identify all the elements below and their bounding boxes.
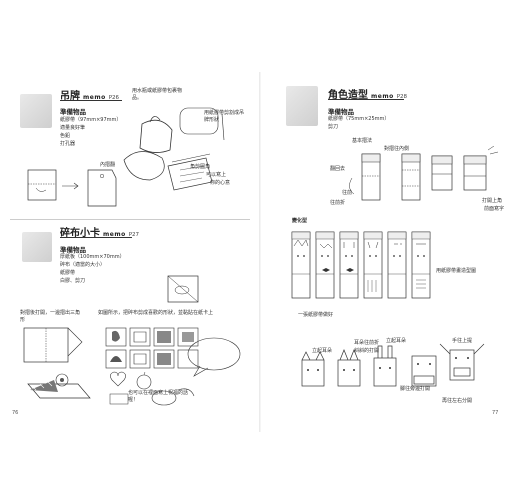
material-item: 適量良好筆 <box>60 125 86 131</box>
note: 也可以在裡面寫上祝福的話喔！ <box>128 390 189 403</box>
note: 斜斜的打開 <box>354 348 380 354</box>
page-reference: P26 <box>108 95 120 101</box>
book-gutter <box>259 72 261 432</box>
note: 往前折 <box>330 200 346 206</box>
tag-folding-steps <box>27 169 117 207</box>
note: 對摺後打開，一邊摺出三角形 <box>20 310 81 323</box>
note: 用紙膠帶剪割成吊牌形狀 <box>204 110 245 123</box>
material-item: 紙膠帶（75mm×25mm） <box>328 116 390 122</box>
note: 內摺翻 <box>100 162 116 168</box>
section-title-row: 碎布小卡 memo P27 <box>60 224 139 239</box>
title-underline <box>60 237 132 238</box>
note: 如圖所示，把碎布剪成喜歡的形狀，並黏貼在紙卡上 <box>98 310 214 316</box>
note: 可以寫上 <box>206 172 227 178</box>
section-title: 碎布小卡 <box>60 228 100 239</box>
page-number: 77 <box>492 410 499 416</box>
note: 立起耳朵 <box>386 338 407 344</box>
memo-label: memo <box>103 231 126 238</box>
note: 腳往旁邊打開 <box>400 386 431 392</box>
character-figures <box>301 343 485 387</box>
page-reference: P27 <box>128 232 140 238</box>
note: 立起耳朵 <box>312 348 333 354</box>
note: 耳朵往前折 <box>354 340 380 346</box>
note: 用紙膠帶畫造型圖 <box>436 268 477 274</box>
material-item: 白膠、剪刀 <box>60 278 86 284</box>
material-item: 剪刀 <box>328 124 339 130</box>
material-item: 紙膠帶（97mm×97mm） <box>60 117 122 123</box>
memo-label: memo <box>83 94 106 101</box>
materials-list: 紙膠帶（75mm×25mm） 剪刀 <box>328 115 389 131</box>
note: 一張紙膠帶做好 <box>298 312 334 318</box>
note: 用水瓶或紙膠帶包裹物品。 <box>132 88 183 101</box>
material-item: 打孔器 <box>60 141 76 147</box>
note: 對摺往內側 <box>384 146 410 152</box>
note: 變化型 <box>292 218 308 224</box>
note: 打開上角 <box>482 198 503 204</box>
material-item: 色鉛 <box>60 133 71 139</box>
section-divider <box>10 219 250 220</box>
page-number: 76 <box>12 410 19 416</box>
hang-tag-photo <box>20 94 52 128</box>
note: 你的心意 <box>210 180 231 186</box>
material-item: 厚紙板（100mm×70mm） <box>60 254 125 260</box>
note: 角剪圓角 <box>190 164 211 170</box>
fabric-shape-grid <box>105 327 199 406</box>
right-page: 角色造型 memo P28 準備物品 紙膠帶（75mm×25mm） 剪刀 基本摺… <box>268 72 508 432</box>
basic-folding-steps <box>349 146 499 201</box>
left-page: 吊牌 memo P26 準備物品 紙膠帶（97mm×97mm） 適量良好筆 色鉛… <box>10 72 250 432</box>
character-template-row <box>291 231 431 299</box>
fabric-card-photo <box>22 232 52 262</box>
materials-list: 紙膠帶（97mm×97mm） 適量良好筆 色鉛 打孔器 <box>60 116 121 148</box>
note: 手往上提 <box>452 338 473 344</box>
material-item: 紙膠帶 <box>60 270 76 276</box>
card-sketch <box>167 275 199 303</box>
prep-label: 準備物品 <box>60 246 86 254</box>
hang-tag-illustration <box>123 107 225 191</box>
section-title-row: 吊牌 memo P26 <box>60 87 119 102</box>
title-underline <box>328 99 404 100</box>
memo-label: memo <box>371 93 394 100</box>
title-underline <box>60 100 122 101</box>
note: 翻回去 <box>330 166 346 172</box>
character-photo <box>286 86 318 126</box>
section-title: 角色造型 <box>328 90 368 101</box>
material-item: 碎布（適當的大小） <box>60 262 106 268</box>
note: 再往左右分開 <box>442 398 473 404</box>
note: 基本摺法 <box>352 138 373 144</box>
page-reference: P28 <box>396 94 408 100</box>
prep-label: 準備物品 <box>328 108 354 116</box>
note: 往前 <box>342 190 353 196</box>
speech-bubble <box>187 337 241 377</box>
section-title: 吊牌 <box>60 91 80 102</box>
prep-label: 準備物品 <box>60 108 86 116</box>
card-folding-steps <box>23 327 91 399</box>
materials-list: 厚紙板（100mm×70mm） 碎布（適當的大小） 紙膠帶 白膠、剪刀 <box>60 253 125 285</box>
note: 前面寫字 <box>484 206 505 212</box>
section-title-row: 角色造型 memo P28 <box>328 86 407 101</box>
